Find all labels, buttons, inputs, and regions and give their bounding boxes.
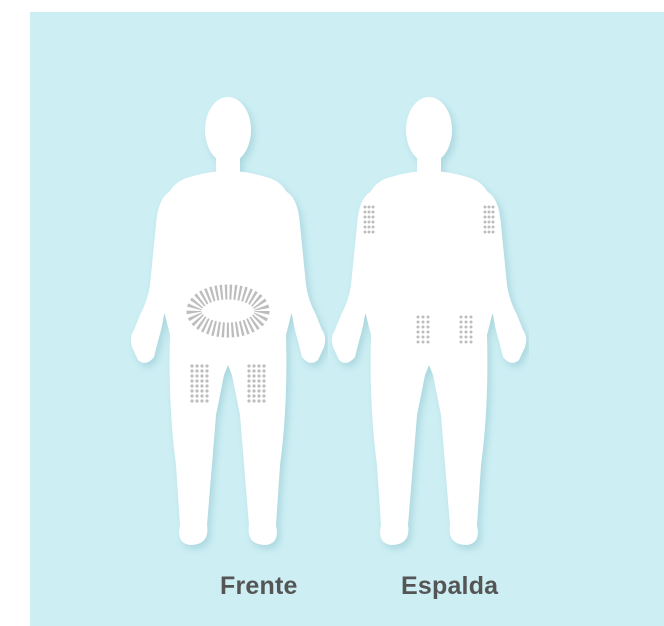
front-view-label: Frente bbox=[220, 572, 298, 601]
back-body-figure bbox=[329, 85, 529, 555]
front-body-figure bbox=[128, 85, 328, 555]
front-body-silhouette bbox=[131, 97, 325, 545]
back-view-label: Espalda bbox=[401, 572, 498, 601]
